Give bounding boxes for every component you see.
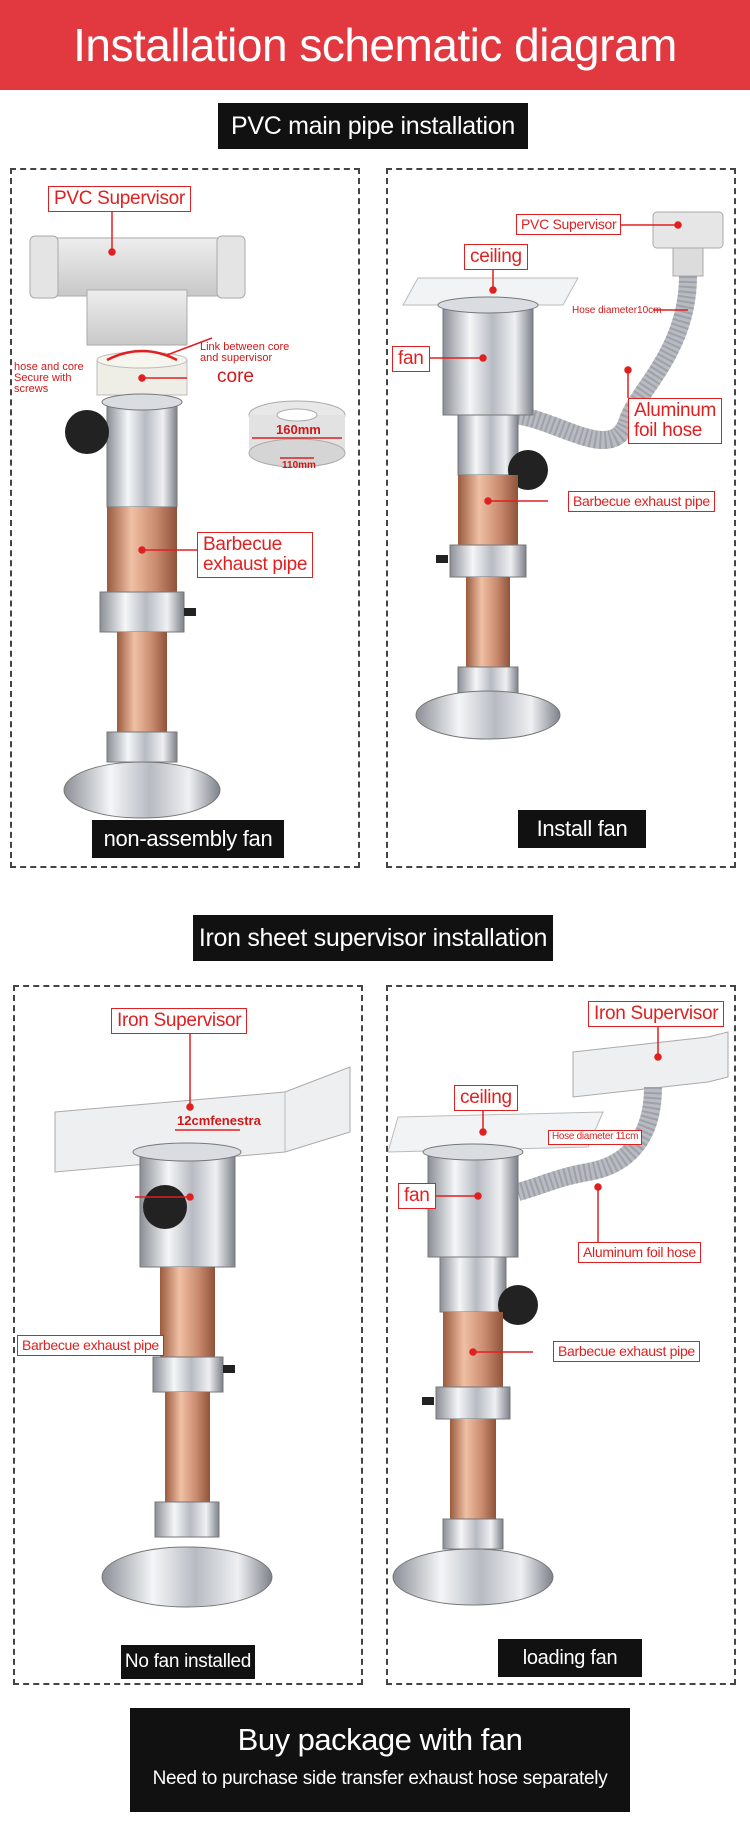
note-hose-diameter: Hose diameter 11cm <box>548 1130 643 1145</box>
section-title-iron: Iron sheet supervisor installation <box>193 915 553 961</box>
callout-pvc-supervisor: PVC Supervisor <box>516 214 622 235</box>
callout-barbecue-exhaust: Barbecue exhaust pipe <box>197 532 314 578</box>
pvc-tee-body <box>36 237 238 297</box>
caption-non-assembly-fan: non-assembly fan <box>92 820 284 858</box>
panel-install-fan: PVC Supervisor ceiling Hose diameter10cm… <box>386 168 736 868</box>
callout-barbecue-exhaust: Barbecue exhaust pipe <box>17 1335 164 1356</box>
pipe-illustration <box>388 1017 729 1606</box>
panel-non-assembly-fan: PVC Supervisor Link between core and sup… <box>10 168 360 868</box>
page-title: Installation schematic diagram <box>73 19 677 71</box>
dim-160mm: 160mm <box>276 422 321 437</box>
callout-fan: fan <box>392 346 430 372</box>
footer-subtitle: Need to purchase side transfer exhaust h… <box>152 1768 608 1789</box>
note-hose-diameter: Hose diameter10cm <box>572 305 662 316</box>
callout-pvc-supervisor: PVC Supervisor <box>48 186 191 212</box>
section-title-pvc: PVC main pipe installation <box>218 103 528 149</box>
callout-barbecue-exhaust: Barbecue exhaust pipe <box>553 1341 700 1362</box>
caption-loading-fan: loading fan <box>498 1639 642 1677</box>
callout-aluminum-foil-hose: Aluminum foil hose <box>578 1242 701 1263</box>
note-link-core-supervisor: Link between core and supervisor <box>200 342 289 364</box>
pipe-illustration <box>29 205 346 819</box>
panel-loading-fan: Iron Supervisor ceiling Hose diameter 11… <box>386 985 736 1685</box>
panel-no-fan-installed: Iron Supervisor 12cmfenestra Barbecue ex… <box>13 985 363 1685</box>
note-hose-core-screws: hose and core Secure with screws <box>14 362 84 395</box>
caption-install-fan: Install fan <box>518 810 646 848</box>
callout-aluminum-foil-hose: Aluminum foil hose <box>628 398 723 444</box>
label-core: core <box>217 366 254 387</box>
footer-banner: Buy package with fan Need to purchase si… <box>130 1708 630 1812</box>
note-link-text: Link between core and supervisor <box>200 341 290 364</box>
caption-no-fan-installed: No fan installed <box>121 1645 255 1679</box>
pipe-illustration <box>54 1015 351 1608</box>
note-hose-core-text: hose and core Secure with screws <box>14 361 84 395</box>
callout-ceiling: ceiling <box>454 1085 518 1111</box>
footer-title: Buy package with fan <box>237 1722 523 1757</box>
callout-iron-supervisor: Iron Supervisor <box>111 1008 248 1034</box>
callout-iron-supervisor: Iron Supervisor <box>588 1001 725 1027</box>
callout-barbecue-exhaust: Barbecue exhaust pipe <box>568 491 715 512</box>
label-12cm-fenestra: 12cmfenestra <box>177 1113 261 1128</box>
callout-ceiling: ceiling <box>464 244 528 270</box>
page-header: Installation schematic diagram <box>0 0 750 90</box>
callout-fan: fan <box>398 1183 436 1209</box>
pipe-illustration <box>402 211 724 740</box>
dim-110mm: 110mm <box>282 460 316 471</box>
